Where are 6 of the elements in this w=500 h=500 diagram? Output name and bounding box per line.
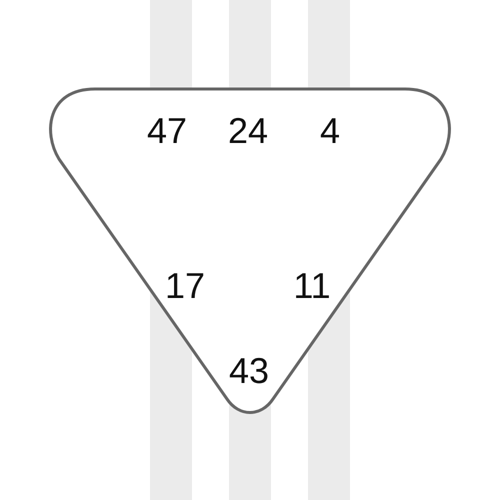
number-label: 24 <box>228 113 268 149</box>
number-label: 43 <box>228 353 270 389</box>
number-label: 4 <box>320 113 340 149</box>
number-label: 47 <box>146 113 188 149</box>
number-label: 11 <box>293 268 331 304</box>
number-label: 17 <box>164 268 206 304</box>
